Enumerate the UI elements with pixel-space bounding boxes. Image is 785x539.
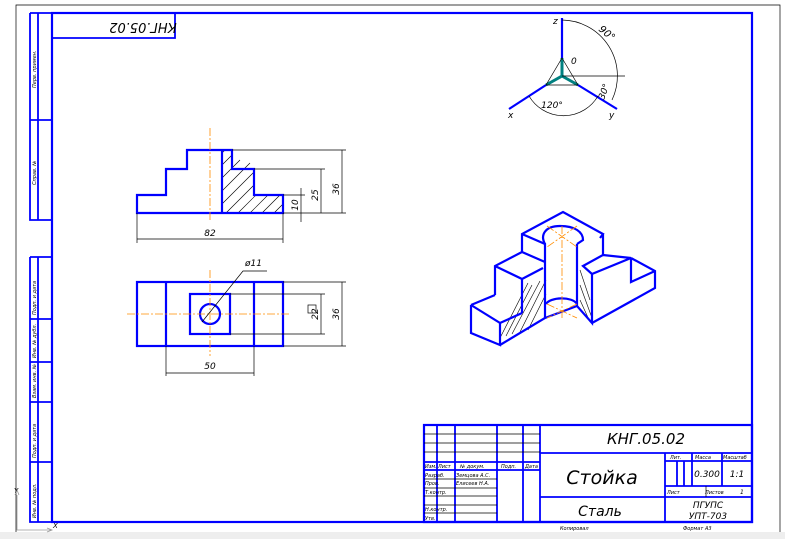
svg-text:1:1: 1:1 — [730, 470, 744, 480]
svg-text:120°: 120° — [541, 101, 563, 111]
isometric-view — [469, 210, 657, 347]
svg-text:0: 0 — [571, 57, 577, 67]
svg-text:90°: 90° — [596, 24, 617, 44]
top-view: ø11 22 36 50 — [127, 259, 346, 376]
dim-36-top: 36 — [332, 308, 342, 320]
svg-text:Лит.: Лит. — [669, 455, 682, 461]
svg-text:x: x — [507, 111, 514, 121]
svg-text:y: y — [608, 111, 615, 121]
dim-22: 22 — [311, 308, 321, 320]
svg-text:Лист: Лист — [666, 490, 681, 496]
strip-label: Инв. № дубл. — [32, 324, 38, 358]
material: Сталь — [578, 504, 622, 520]
drawing-frame — [50, 11, 754, 524]
dim-82: 82 — [204, 229, 216, 239]
svg-text:Пров.: Пров. — [425, 481, 440, 487]
dim-hole-diameter: ø11 — [244, 259, 262, 269]
dim-10: 10 — [291, 199, 301, 211]
ucs-icon: Y X — [14, 487, 58, 533]
strip-label: Подп. и дата — [32, 424, 38, 458]
svg-text:КНГ.05.02: КНГ.05.02 — [109, 19, 177, 34]
strip-label: Инв. № подл. — [32, 484, 38, 519]
front-view-section: 82 36 25 10 — [135, 128, 346, 243]
svg-text:Дата: Дата — [524, 464, 538, 470]
svg-text:Лист: Лист — [437, 464, 452, 470]
svg-text:Y: Y — [14, 487, 19, 495]
svg-text:А3: А3 — [704, 526, 712, 532]
designation: КНГ.05.02 — [607, 430, 685, 448]
bottom-scroll-strip — [0, 532, 785, 539]
svg-text:1: 1 — [740, 489, 744, 496]
strip-label: Подп. и дата — [32, 281, 38, 315]
svg-text:Н.контр.: Н.контр. — [425, 507, 447, 513]
rotated-designation-stamp: КНГ.05.02 — [52, 13, 177, 39]
strip-label: Взам. инв. № — [32, 364, 38, 398]
section-hatching — [221, 149, 284, 214]
strip-label: Перв. примен. — [32, 50, 38, 88]
svg-text:Изм.: Изм. — [425, 464, 437, 470]
svg-text:X: X — [52, 522, 58, 530]
part-name: Стойка — [566, 467, 637, 489]
svg-text:Елисеев Н.А.: Елисеев Н.А. — [456, 481, 489, 487]
dim-25: 25 — [311, 189, 321, 201]
svg-text:Разраб.: Разраб. — [425, 473, 445, 479]
side-strip: Перв. примен. Справ. № Подп. и дата Инв.… — [29, 12, 52, 523]
svg-text:Подп.: Подп. — [501, 464, 516, 470]
svg-text:Масштаб: Масштаб — [723, 455, 747, 461]
svg-text:№ докум.: № докум. — [459, 464, 485, 470]
svg-text:Земцова А.С.: Земцова А.С. — [456, 473, 490, 479]
title-block: КНГ.05.02 Стойка Сталь Изм. Лист № докум… — [422, 423, 754, 532]
svg-text:Копировал: Копировал — [560, 526, 589, 532]
svg-text:УПТ-703: УПТ-703 — [689, 512, 727, 522]
dim-36: 36 — [332, 183, 342, 195]
svg-text:Утв.: Утв. — [425, 516, 436, 522]
svg-text:ПГУПС: ПГУПС — [693, 501, 724, 511]
svg-text:Листов: Листов — [704, 490, 724, 496]
svg-text:Т.контр.: Т.контр. — [425, 490, 447, 496]
svg-text:Масса: Масса — [695, 455, 711, 461]
dim-50: 50 — [204, 362, 216, 372]
isometric-axes-diagram: z x y 0 90° 30° 120° — [507, 17, 625, 121]
svg-text:Формат: Формат — [683, 526, 704, 532]
svg-text:0.300: 0.300 — [694, 470, 720, 480]
svg-text:z: z — [552, 17, 558, 27]
svg-text:30°: 30° — [597, 83, 612, 101]
strip-label: Справ. № — [32, 161, 38, 185]
